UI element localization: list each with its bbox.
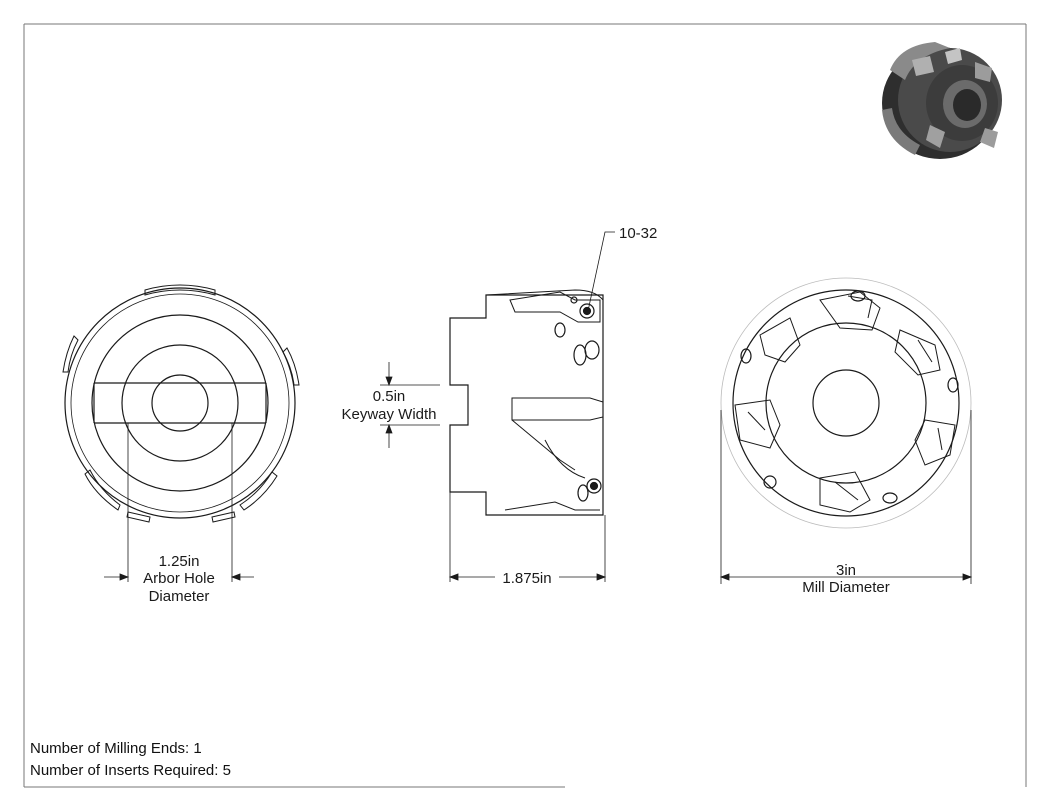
mill-diameter-label: Mill Diameter — [802, 579, 890, 596]
arbor-label-line1: Arbor Hole — [143, 570, 215, 587]
keyway-label: Keyway Width — [341, 406, 436, 423]
mill-diameter-value: 3in — [836, 562, 856, 579]
side-view — [449, 289, 604, 516]
length-value: 1.875in — [502, 570, 551, 587]
arbor-value: 1.25in — [159, 553, 200, 570]
isometric-view — [882, 42, 1002, 159]
insert-pocket — [819, 471, 871, 513]
thread-callout: 10-32 — [619, 225, 657, 242]
inserts-label: Number of Inserts Required: — [30, 762, 219, 779]
arbor-hole — [151, 374, 209, 432]
outer-profile — [64, 287, 296, 519]
insert-pocket — [894, 329, 941, 376]
insert-pocket — [914, 419, 956, 466]
sheet-border — [23, 23, 1027, 788]
keyway-value: 0.5in — [373, 388, 406, 405]
arbor-label-line2: Diameter — [149, 588, 210, 605]
milling-ends-value: 1 — [193, 740, 202, 757]
inserts-value: 5 — [222, 762, 231, 779]
insert-pocket — [734, 399, 781, 449]
insert-pocket — [819, 291, 881, 331]
front-view — [62, 284, 300, 523]
dimension-lines — [104, 231, 973, 584]
insert-pocket — [759, 317, 801, 363]
milling-ends-label: Number of Milling Ends: — [30, 740, 190, 757]
end-view — [720, 277, 972, 529]
note-milling-ends: Number of Milling Ends: 1 — [30, 740, 202, 757]
arbor-bore — [812, 369, 880, 437]
mill-diameter-circle — [720, 277, 972, 529]
note-inserts-required: Number of Inserts Required: 5 — [30, 762, 231, 779]
